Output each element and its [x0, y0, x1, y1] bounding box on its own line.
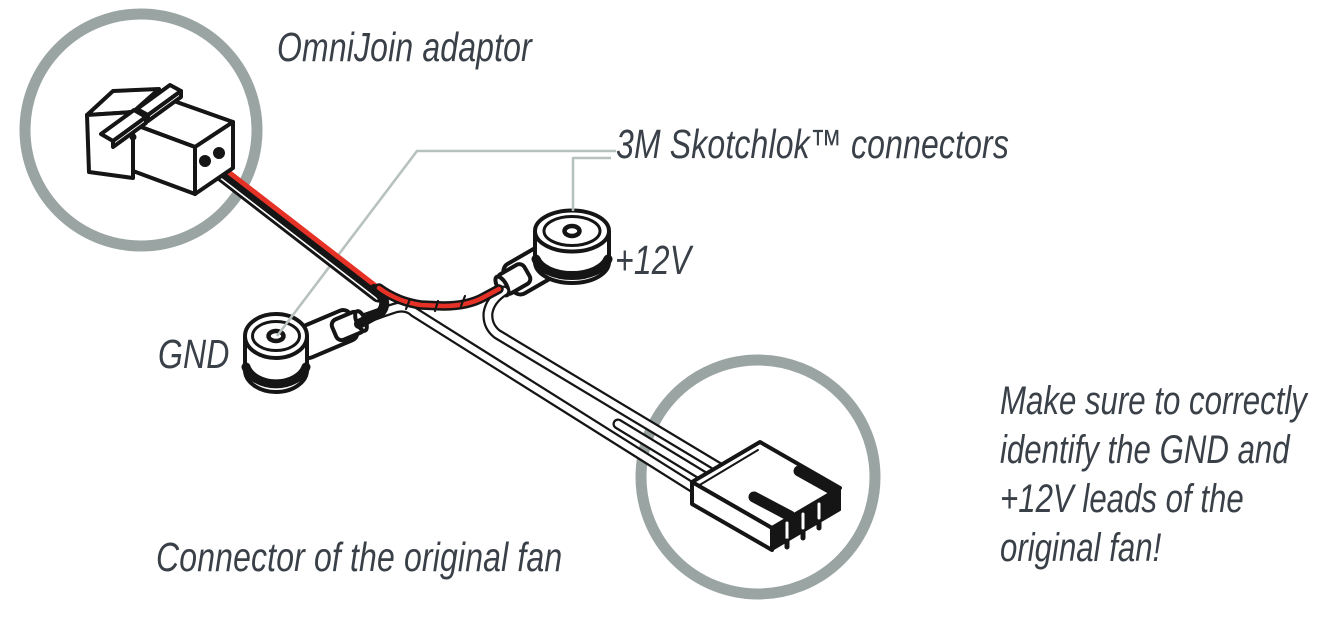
leader-lines [275, 149, 616, 337]
omnijoin-pin-2 [213, 147, 225, 159]
gnd-scotchlok-hole [266, 328, 286, 344]
warning-note: Make sure to correctly identify the GND … [1000, 377, 1307, 573]
wire-pair-highlight [200, 162, 378, 300]
leader-line-to-gnd [275, 149, 616, 337]
gnd-scotchlok-drawing [241, 308, 369, 394]
white-wire-middle-core [614, 420, 714, 484]
gnd-scotchlok-top-ring [251, 320, 301, 352]
leader-line-to-12v [571, 156, 611, 211]
adaptor-detail-circle [19, 8, 263, 252]
omnijoin-pin-face [193, 120, 235, 196]
fan-connector-pin-face [771, 487, 841, 551]
fan-connector-pin-slots [785, 502, 821, 540]
red-wire-stripe [201, 150, 384, 293]
omnijoin-rail-left-side [111, 115, 148, 149]
omnijoin-pin-1 [199, 155, 211, 167]
detail-circles [19, 8, 881, 600]
fan-lead-wires [346, 301, 716, 498]
label-omnijoin-adaptor: OmniJoin adaptor [277, 24, 532, 70]
black-red-wire-pair [194, 151, 386, 303]
omnijoin-connector-drawing [85, 83, 235, 196]
plus12v-scotchlok-hole [562, 223, 582, 239]
label-gnd: GND [158, 331, 230, 377]
label-skotchlok-connectors: 3M Skotchlok™ connectors [616, 121, 1010, 167]
fan-connector-detail-circle [635, 354, 881, 600]
fan-connector-latch-bar-1 [793, 465, 839, 496]
gnd-scotchlok-base [241, 362, 311, 389]
plus12v-scotchlok-drawing [493, 208, 613, 298]
note-line-3: +12V leads of the [1000, 477, 1244, 521]
label-fan-connector: Connector of the original fan [156, 534, 563, 580]
adaptor-wires [194, 150, 504, 329]
red-wire-crimp-marks [404, 294, 467, 313]
fan-connector-edge-line [697, 449, 759, 487]
red-wire-to-12v [376, 285, 502, 309]
white-wire-gnd-core [348, 303, 704, 496]
note-line-4: original fan! [1000, 526, 1162, 570]
fan-connector-latch-bar-2 [748, 491, 796, 522]
fan-connector-drawing [690, 440, 842, 552]
note-line-1: Make sure to correctly [1000, 379, 1307, 423]
white-wire-gnd [346, 301, 706, 498]
fan-lead-wire-12v [482, 285, 726, 474]
omnijoin-latch-dot [129, 133, 137, 141]
label-plus12v: +12V [615, 237, 692, 283]
plus12v-scotchlok-base [531, 254, 613, 281]
fan-connector-pins [784, 519, 822, 550]
white-wire-12v-core [484, 287, 724, 472]
plus12v-scotchlok-top-ring [542, 215, 602, 247]
note-line-2: identify the GND and [1000, 428, 1290, 472]
